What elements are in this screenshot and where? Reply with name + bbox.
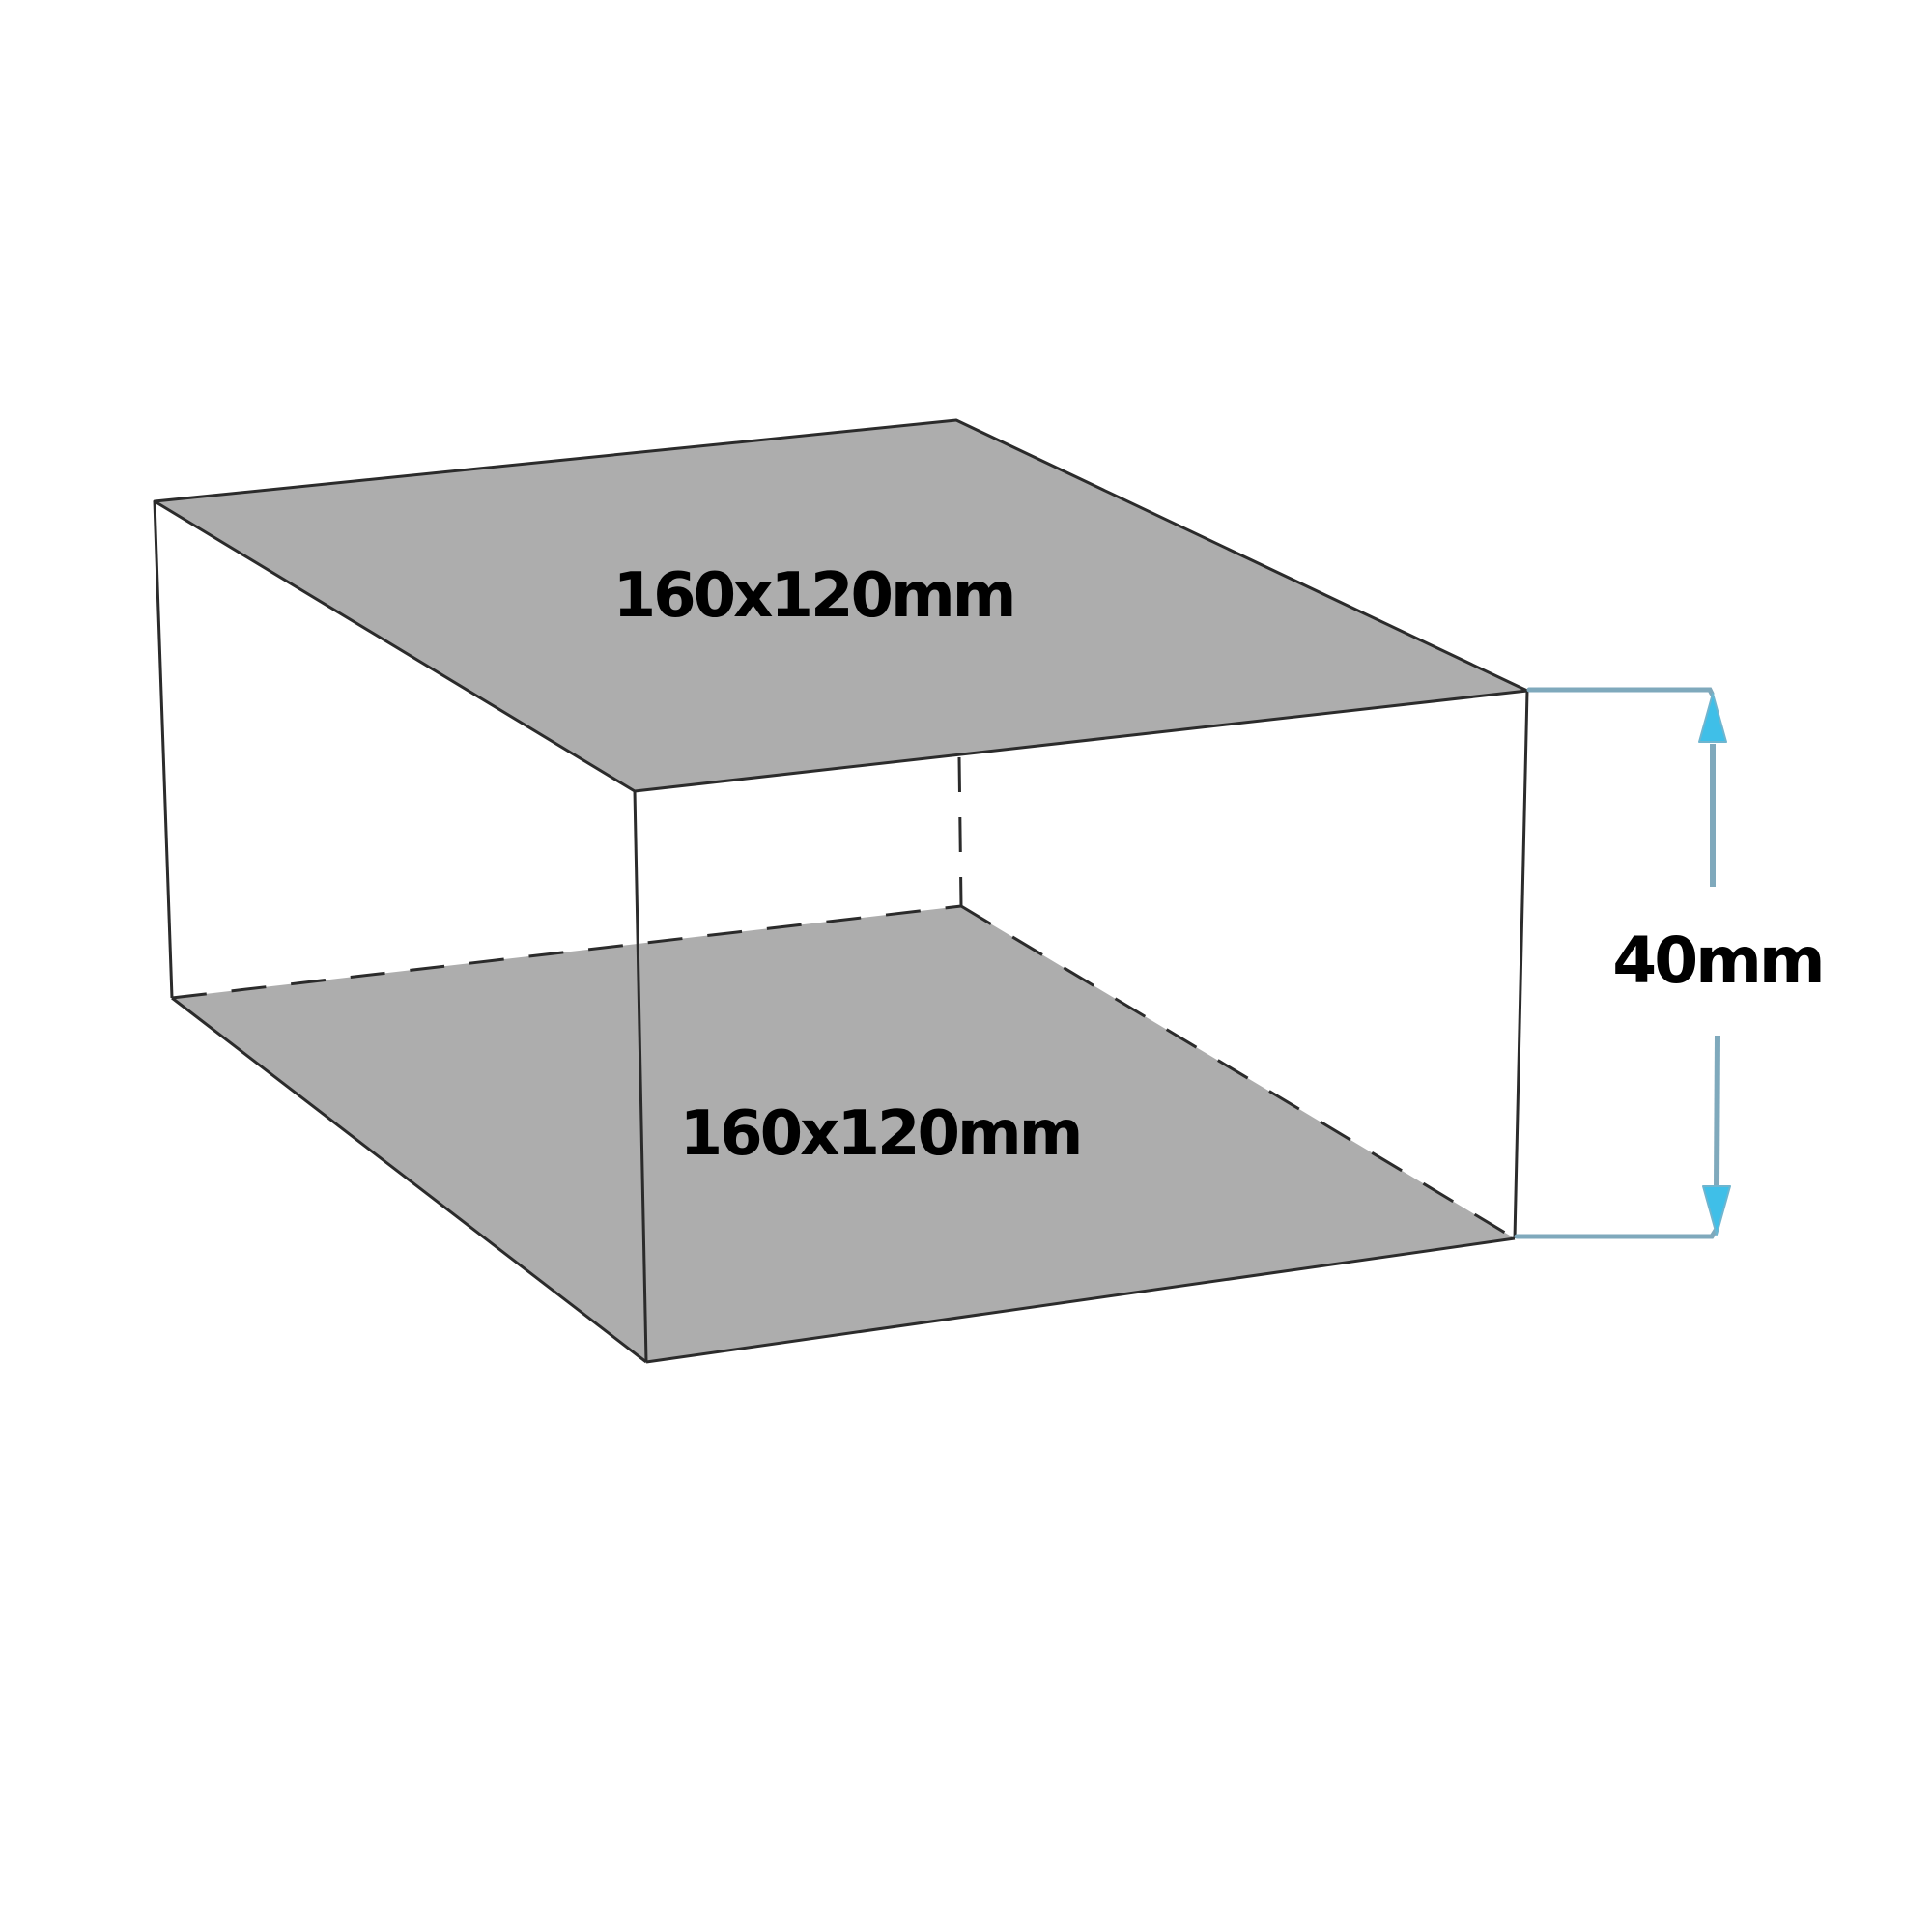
- height-dimension-label: 40mm: [1612, 923, 1822, 998]
- edge-front-right: [1513, 690, 1529, 1239]
- hidden-edges: [171, 756, 1516, 1240]
- bottom-face: [172, 906, 1515, 1362]
- hidden-edge-right-bottom: [960, 904, 1516, 1240]
- edge-front-left: [633, 790, 648, 1363]
- arrow-down-icon: [1702, 1185, 1731, 1236]
- hidden-edge-back-vertical: [957, 756, 963, 907]
- arrow-up-icon: [1698, 693, 1727, 743]
- bottom-visible-edges: [171, 996, 1516, 1364]
- dimension-line: [1710, 744, 1720, 1187]
- bottom-face-label: 160x120mm: [680, 1098, 1081, 1170]
- top-face-label: 160x120mm: [613, 560, 1014, 632]
- hidden-edge-back-bottom: [171, 904, 962, 1000]
- edge-back-left: [153, 500, 174, 999]
- top-face: [155, 420, 1527, 791]
- vertical-edges: [153, 500, 1529, 1363]
